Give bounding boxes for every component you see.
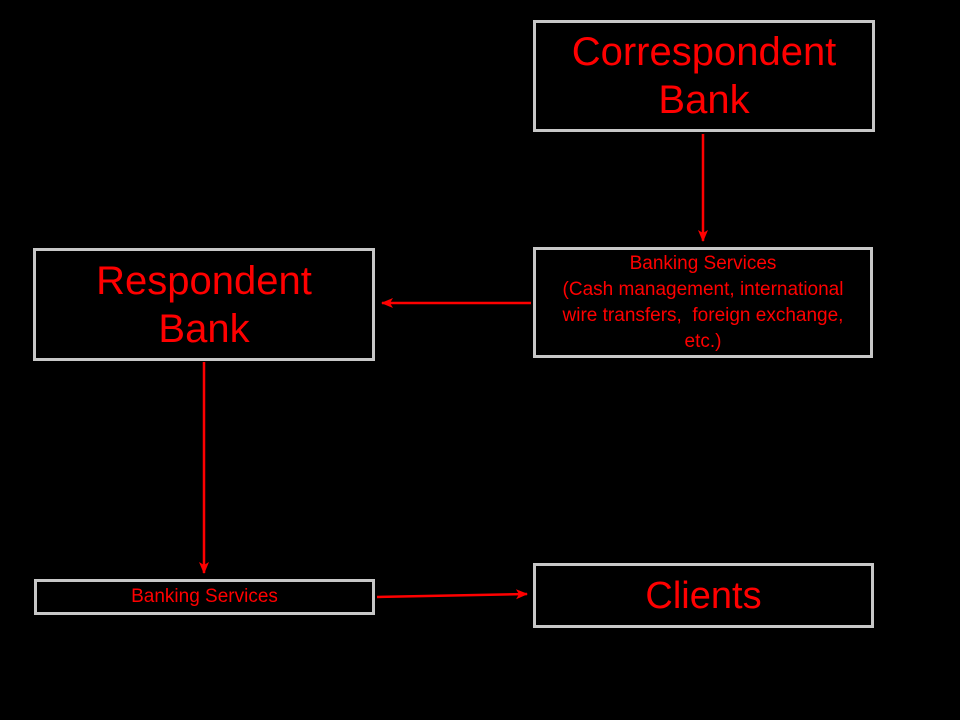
banking-services-detail-line3: wire transfers, foreign exchange, (562, 304, 844, 326)
banking-services-detail-box: Banking Services (Cash management, inter… (533, 247, 873, 358)
banking-services-detail-line1: Banking Services (629, 252, 777, 274)
banking-services-detail-line4: etc.) (684, 330, 722, 352)
respondent-bank-box: Respondent Bank (33, 248, 375, 361)
correspondent-bank-box: Correspondent Bank (533, 20, 875, 132)
clients-label: Clients (645, 574, 762, 617)
correspondent-bank-label-line2: Bank (658, 78, 750, 122)
clients-box: Clients (533, 563, 874, 628)
banking-services-label: Banking Services (131, 586, 278, 607)
banking-services-detail-line2: (Cash management, international (562, 278, 844, 300)
respondent-bank-label-line2: Bank (158, 306, 250, 351)
banking-services-box: Banking Services (34, 579, 375, 615)
arrow-banking-services-to-clients (376, 589, 528, 600)
correspondent-bank-label-line1: Correspondent (571, 30, 837, 74)
respondent-bank-label-line1: Respondent (96, 258, 312, 303)
